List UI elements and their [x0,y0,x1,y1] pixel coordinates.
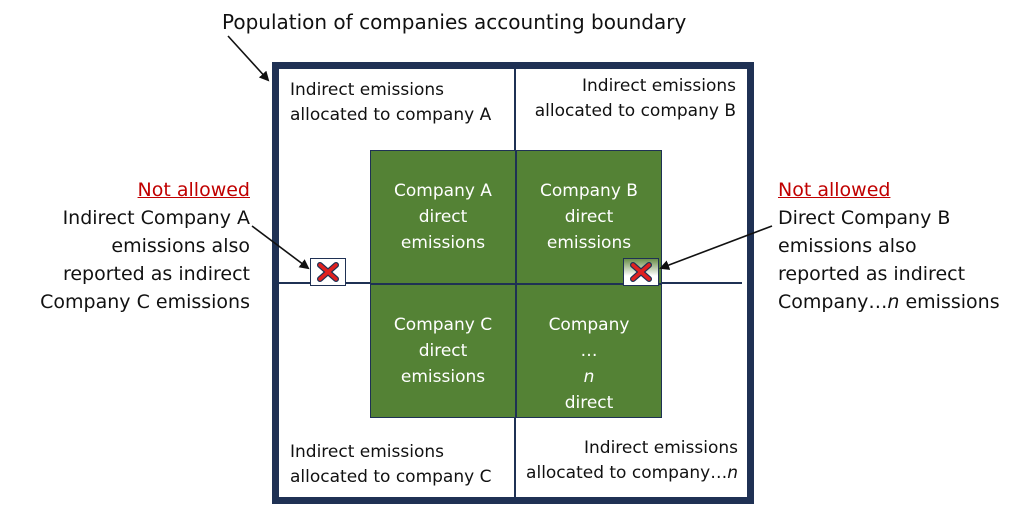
not-allowed-heading: Not allowed [137,179,250,201]
cell-text: direct [564,393,614,413]
cell-line: direct [418,341,468,361]
note-line: reported as indirect [778,263,966,285]
note-line: reported as indirect [62,263,250,285]
cell-line: Company A [394,181,492,201]
quadrant-label-company-b: Indirect emissions allocated to company … [520,74,736,124]
note-text: emissions [899,291,1000,313]
cell-line: emissions [546,419,632,439]
quadrant-label-text: allocated to company… [526,463,728,483]
company-c-direct-emissions: Company C direct emissions [370,284,516,418]
note-line: emissions also [111,235,250,257]
cell-line: … n direct [547,338,631,416]
right-disallowed-marker [623,258,659,286]
quadrant-label-line: allocated to company A [290,105,492,125]
quadrant-label-line: Indirect emissions [581,76,736,96]
cell-line: direct [418,207,468,227]
quadrant-label-company-c: Indirect emissions allocated to company … [290,440,491,490]
quadrant-label-line: Indirect emissions [290,80,445,100]
cell-line: emissions [400,367,486,387]
quadrant-label-line: allocated to company C [290,467,492,487]
cell-line: direct [564,207,614,227]
left-not-allowed-note: Not allowed Indirect Company A emissions… [20,176,250,316]
note-line: emissions also [778,235,917,257]
cell-text: … [580,341,598,361]
cell-line: Company B [540,181,638,201]
company-b-direct-emissions: Company B direct emissions [516,150,662,284]
red-x-icon [630,262,652,282]
note-line: Company C emissions [40,291,250,313]
quadrant-label-company-n: Indirect emissions allocated to company…… [516,436,738,486]
diagram-title: Population of companies accounting bound… [222,10,687,34]
quadrant-label-line: Indirect emissions [290,442,445,462]
quadrant-label-line: allocated to company B [534,101,736,121]
note-text: Company… [778,291,888,313]
note-line: Company…n emissions [778,288,1018,316]
red-x-icon [317,262,339,282]
note-line: Direct Company B [778,207,951,229]
quadrant-label-line: Indirect emissions [583,438,738,458]
title-arrow-icon [227,35,270,82]
quadrant-label-company-a: Indirect emissions allocated to company … [290,78,491,128]
right-not-allowed-note: Not allowed Direct Company B emissions a… [778,176,1018,316]
cell-line: Company C [393,315,493,335]
cell-line: emissions [400,233,486,253]
company-a-direct-emissions: Company A direct emissions [370,150,516,284]
not-allowed-heading: Not allowed [778,179,891,201]
quadrant-label-line: allocated to company…n [516,461,738,486]
cell-italic-n: n [583,367,595,387]
cell-line: Company [548,315,630,335]
left-disallowed-marker [310,258,346,286]
company-n-direct-emissions: Company … n direct emissions [516,284,662,439]
quadrant-label-italic-n: n [727,463,738,483]
cell-line: emissions [546,233,632,253]
note-italic-n: n [887,291,900,313]
note-line: Indirect Company A [62,207,250,229]
